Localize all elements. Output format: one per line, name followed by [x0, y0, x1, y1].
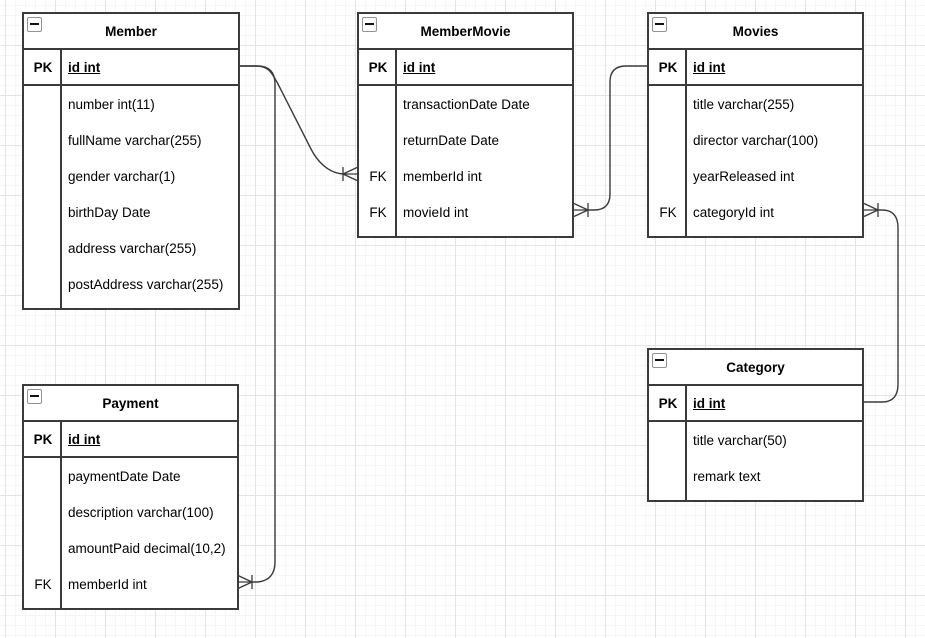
- row-field[interactable]: FK movieId int: [359, 194, 572, 230]
- row-field[interactable]: gender varchar(1): [24, 158, 238, 194]
- fk-badge: FK: [369, 204, 387, 220]
- pk-field: id int: [693, 395, 726, 411]
- pk-badge: PK: [33, 59, 53, 75]
- row-primary-key[interactable]: PK id int: [24, 50, 238, 86]
- row-field[interactable]: director varchar(100): [649, 122, 862, 158]
- row-field[interactable]: address varchar(255): [24, 230, 238, 266]
- field-text: title varchar(255): [693, 96, 795, 112]
- field-text: postAddress varchar(255): [68, 276, 224, 292]
- row-primary-key[interactable]: PK id int: [649, 386, 862, 422]
- entity-title: Category: [726, 359, 785, 375]
- entity-title: MemberMovie: [420, 23, 511, 39]
- field-text: director varchar(100): [693, 132, 819, 148]
- row-field[interactable]: fullName varchar(255): [24, 122, 238, 158]
- field-text: yearReleased int: [693, 168, 795, 184]
- entity-title: Payment: [102, 395, 159, 411]
- row-field[interactable]: FK memberId int: [24, 566, 237, 602]
- field-text: memberId int: [68, 576, 147, 592]
- entity-movies-header[interactable]: Movies: [649, 14, 862, 50]
- key-column-divider: [395, 50, 397, 236]
- entity-membermovie-header[interactable]: MemberMovie: [359, 14, 572, 50]
- row-field[interactable]: FK memberId int: [359, 158, 572, 194]
- pk-field: id int: [68, 431, 101, 447]
- row-field[interactable]: transactionDate Date: [359, 86, 572, 122]
- pk-badge: PK: [658, 395, 678, 411]
- field-text: categoryId int: [693, 204, 775, 220]
- pk-field: id int: [693, 59, 726, 75]
- edge-movies-to-membermovie[interactable]: [573, 65, 647, 218]
- row-field[interactable]: title varchar(255): [649, 86, 862, 122]
- entity-title: Member: [105, 23, 157, 39]
- crow-foot-icon: [237, 574, 253, 590]
- row-primary-key[interactable]: PK id int: [649, 50, 862, 86]
- row-primary-key[interactable]: PK id int: [24, 422, 237, 458]
- row-field[interactable]: title varchar(50): [649, 422, 862, 458]
- entity-payment[interactable]: Payment PK id int paymentDate Date descr…: [22, 384, 239, 610]
- row-field[interactable]: remark text: [649, 458, 862, 494]
- field-text: title varchar(50): [693, 432, 787, 448]
- field-text: address varchar(255): [68, 240, 197, 256]
- fk-badge: FK: [369, 168, 387, 184]
- entity-member-header[interactable]: Member: [24, 14, 238, 50]
- row-field[interactable]: number int(11): [24, 86, 238, 122]
- pk-badge: PK: [33, 431, 53, 447]
- collapse-icon[interactable]: [652, 17, 667, 32]
- row-field[interactable]: FK categoryId int: [649, 194, 862, 230]
- entity-payment-header[interactable]: Payment: [24, 386, 237, 422]
- collapse-icon[interactable]: [27, 389, 42, 404]
- row-primary-key[interactable]: PK id int: [359, 50, 572, 86]
- field-text: description varchar(100): [68, 504, 214, 520]
- field-text: gender varchar(1): [68, 168, 176, 184]
- field-text: transactionDate Date: [403, 96, 530, 112]
- entity-category[interactable]: Category PK id int title varchar(50) rem…: [647, 348, 864, 502]
- key-column-divider: [60, 422, 62, 608]
- pk-badge: PK: [658, 59, 678, 75]
- field-text: paymentDate Date: [68, 468, 181, 484]
- entity-member[interactable]: Member PK id int number int(11) fullName…: [22, 12, 240, 310]
- key-column-divider: [60, 50, 62, 308]
- fk-badge: FK: [659, 204, 677, 220]
- collapse-icon[interactable]: [27, 17, 42, 32]
- pk-field: id int: [68, 59, 101, 75]
- row-field[interactable]: description varchar(100): [24, 494, 237, 530]
- edge-category-to-movies[interactable]: [863, 202, 899, 403]
- row-field[interactable]: postAddress varchar(255): [24, 266, 238, 302]
- entity-movies[interactable]: Movies PK id int title varchar(255) dire…: [647, 12, 864, 238]
- entity-membermovie[interactable]: MemberMovie PK id int transactionDate Da…: [357, 12, 574, 238]
- row-field[interactable]: amountPaid decimal(10,2): [24, 530, 237, 566]
- field-text: amountPaid decimal(10,2): [68, 540, 226, 556]
- key-column-divider: [685, 386, 687, 500]
- edge-member-to-membermovie[interactable]: [240, 65, 358, 182]
- row-field[interactable]: paymentDate Date: [24, 458, 237, 494]
- row-field[interactable]: birthDay Date: [24, 194, 238, 230]
- entity-category-header[interactable]: Category: [649, 350, 862, 386]
- edge-member-to-payment[interactable]: [237, 65, 276, 590]
- row-field[interactable]: returnDate Date: [359, 122, 572, 158]
- field-text: birthDay Date: [68, 204, 151, 220]
- pk-field: id int: [403, 59, 436, 75]
- entity-title: Movies: [732, 23, 779, 39]
- crow-foot-icon: [342, 166, 358, 182]
- field-text: memberId int: [403, 168, 482, 184]
- row-field[interactable]: yearReleased int: [649, 158, 862, 194]
- collapse-icon[interactable]: [652, 353, 667, 368]
- collapse-icon[interactable]: [362, 17, 377, 32]
- field-text: number int(11): [68, 96, 155, 112]
- pk-badge: PK: [368, 59, 388, 75]
- key-column-divider: [685, 50, 687, 236]
- crow-foot-icon: [573, 202, 589, 218]
- field-text: remark text: [693, 468, 761, 484]
- crow-foot-icon: [863, 202, 879, 218]
- field-text: fullName varchar(255): [68, 132, 202, 148]
- field-text: movieId int: [403, 204, 469, 220]
- fk-badge: FK: [34, 576, 52, 592]
- field-text: returnDate Date: [403, 132, 500, 148]
